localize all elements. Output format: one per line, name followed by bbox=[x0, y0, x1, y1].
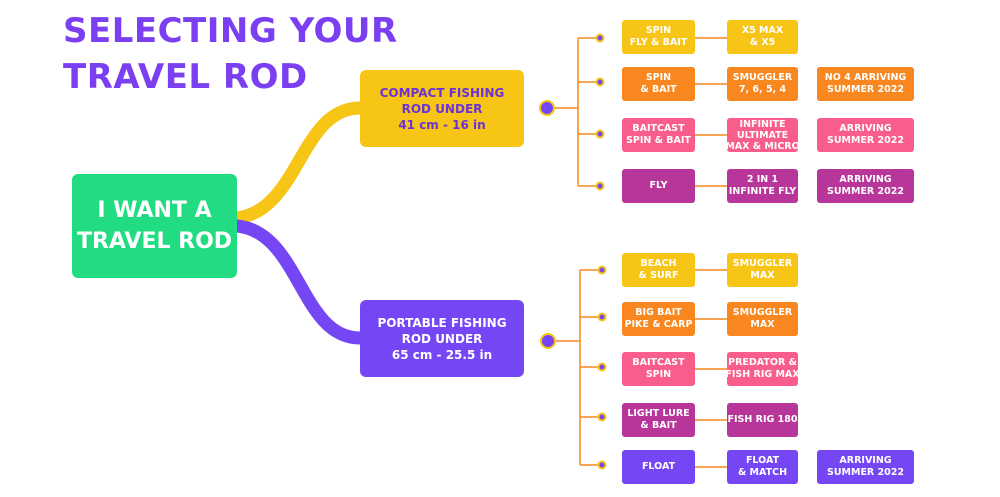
rod-type-node: BEACH & SURF bbox=[622, 253, 695, 287]
node-line: INFINITE FLY bbox=[728, 186, 797, 197]
node-line: MAX & MICRO bbox=[725, 140, 800, 152]
root-node: I WANT A TRAVEL ROD bbox=[72, 174, 237, 278]
node-line: & BAIT bbox=[640, 84, 677, 95]
node-line: BIG BAIT bbox=[635, 307, 682, 318]
rod-type-node: BIG BAIT PIKE & CARP bbox=[622, 302, 695, 336]
node-line: SPIN bbox=[645, 72, 672, 83]
rod-model-node: FISH RIG 180 bbox=[727, 403, 798, 437]
node-line: SMUGGLER bbox=[732, 258, 793, 269]
node-line: SMUGGLER bbox=[732, 72, 793, 83]
node-line: 7, 6, 5, 4 bbox=[738, 84, 787, 95]
portable-connectors bbox=[556, 269, 727, 468]
root-line: TRAVEL ROD bbox=[76, 229, 233, 254]
rod-type-node: SPIN & BAIT bbox=[622, 67, 695, 101]
node-line: ARRIVING bbox=[839, 174, 892, 185]
branch-portable: PORTABLE FISHING ROD UNDER 65 cm - 25.5 … bbox=[360, 300, 524, 377]
node-line: ARRIVING bbox=[839, 123, 892, 134]
node-line: & MATCH bbox=[737, 467, 788, 478]
node-line: FISH RIG 180 bbox=[727, 414, 798, 425]
dot bbox=[597, 460, 607, 470]
availability-note: ARRIVING SUMMER 2022 bbox=[817, 118, 914, 152]
rod-model-node: INFINITE ULTIMATE MAX & MICRO bbox=[725, 118, 800, 152]
rod-model-node: SMUGGLER MAX bbox=[727, 302, 798, 336]
rod-model-node: SMUGGLER 7, 6, 5, 4 bbox=[727, 67, 798, 101]
dot bbox=[597, 265, 607, 275]
branch-line: 65 cm - 25.5 in bbox=[391, 347, 493, 362]
compact-connectors bbox=[555, 37, 727, 187]
title-line: SELECTING YOUR bbox=[63, 11, 398, 51]
dot bbox=[597, 412, 607, 422]
dot bbox=[597, 362, 607, 372]
node-line: FLOAT bbox=[641, 461, 676, 472]
curve-to-portable bbox=[230, 219, 367, 345]
title-line: TRAVEL ROD bbox=[63, 57, 308, 97]
rod-type-node: BAITCAST SPIN bbox=[622, 352, 695, 386]
node-line: SPIN bbox=[645, 369, 672, 380]
rod-type-node: FLOAT bbox=[622, 450, 695, 484]
node-line: ULTIMATE bbox=[736, 129, 789, 141]
rod-type-node: BAITCAST SPIN & BAIT bbox=[622, 118, 695, 152]
branch-line: COMPACT FISHING bbox=[379, 85, 505, 100]
node-line: SPIN bbox=[645, 25, 672, 36]
rod-model-node: PREDATOR & FISH RIG MAX bbox=[725, 352, 800, 386]
node-line: FLY bbox=[649, 180, 668, 191]
curve-to-compact bbox=[230, 101, 367, 225]
rod-type-node: SPIN FLY & BAIT bbox=[622, 20, 695, 54]
node-line: PIKE & CARP bbox=[624, 319, 693, 330]
node-line: SUMMER 2022 bbox=[826, 135, 905, 146]
node-line: FLY & BAIT bbox=[629, 37, 688, 48]
node-line: BAITCAST bbox=[632, 123, 685, 134]
node-line: SPIN & BAIT bbox=[626, 135, 691, 146]
node-line: NO 4 ARRIVING bbox=[824, 72, 907, 83]
node-line: BAITCAST bbox=[632, 357, 685, 368]
dot bbox=[595, 181, 605, 191]
rod-type-node: FLY bbox=[622, 169, 695, 203]
portable-hub-dot bbox=[540, 333, 556, 349]
root-line: I WANT A bbox=[97, 198, 212, 223]
node-line: & BAIT bbox=[640, 420, 677, 431]
availability-note: NO 4 ARRIVING SUMMER 2022 bbox=[817, 67, 914, 101]
node-line: & X5 bbox=[749, 37, 776, 48]
rod-model-node: 2 IN 1 INFINITE FLY bbox=[727, 169, 798, 203]
node-line: MAX bbox=[750, 319, 775, 330]
dot bbox=[595, 33, 605, 43]
rod-model-node: FLOAT & MATCH bbox=[727, 450, 798, 484]
availability-note: ARRIVING SUMMER 2022 bbox=[817, 450, 914, 484]
branch-line: PORTABLE FISHING bbox=[377, 315, 507, 330]
dot bbox=[597, 312, 607, 322]
availability-note: ARRIVING SUMMER 2022 bbox=[817, 169, 914, 203]
branch-line: ROD UNDER bbox=[401, 101, 483, 116]
dot bbox=[595, 129, 605, 139]
rod-model-node: X5 MAX & X5 bbox=[727, 20, 798, 54]
node-line: BEACH bbox=[640, 258, 677, 269]
node-line: FISH RIG MAX bbox=[725, 369, 800, 380]
rod-model-node: SMUGGLER MAX bbox=[727, 253, 798, 287]
compact-hub-dot bbox=[539, 100, 555, 116]
node-line: LIGHT LURE bbox=[627, 408, 690, 419]
node-line: FLOAT bbox=[745, 455, 780, 466]
node-line: PREDATOR & bbox=[728, 357, 797, 368]
branch-line: 41 cm - 16 in bbox=[398, 117, 486, 132]
node-line: X5 MAX bbox=[741, 25, 784, 36]
rod-type-node: LIGHT LURE & BAIT bbox=[622, 403, 695, 437]
node-line: 2 IN 1 bbox=[746, 174, 779, 185]
page-title: SELECTING YOUR TRAVEL ROD bbox=[63, 8, 398, 100]
connector-dots bbox=[539, 33, 607, 470]
node-line: & SURF bbox=[638, 270, 679, 281]
node-line: ARRIVING bbox=[839, 455, 892, 466]
node-line: SUMMER 2022 bbox=[826, 84, 905, 95]
branch-compact: COMPACT FISHING ROD UNDER 41 cm - 16 in bbox=[360, 70, 524, 147]
node-line: SUMMER 2022 bbox=[826, 467, 905, 478]
node-line: SUMMER 2022 bbox=[826, 186, 905, 197]
node-line: SMUGGLER bbox=[732, 307, 793, 318]
node-line: MAX bbox=[750, 270, 775, 281]
dot bbox=[595, 77, 605, 87]
node-line: INFINITE bbox=[739, 118, 786, 130]
branch-line: ROD UNDER bbox=[401, 331, 483, 346]
